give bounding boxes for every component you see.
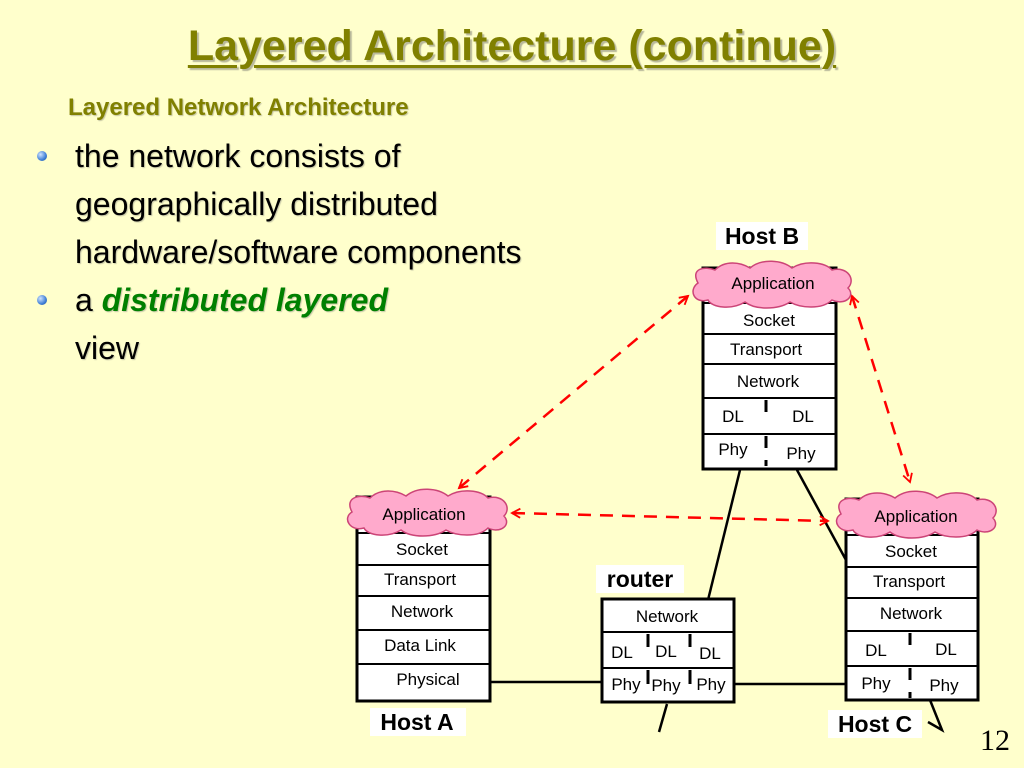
peer-arrows	[459, 296, 910, 521]
slide-number: 12	[980, 724, 1010, 757]
host-a-name: Host A	[380, 709, 453, 735]
router-name-bg	[596, 565, 684, 593]
router: Network DL DL DL Phy Phy Phy router	[596, 565, 736, 704]
host-a-transport-label: Transport	[384, 570, 456, 589]
link-hostc-stub	[927, 699, 945, 733]
bullet-emphasis: distributed layered	[101, 282, 388, 318]
host-a: Application Socket Transport Network Dat…	[346, 488, 508, 736]
bullet-text: the network consists of geographically d…	[75, 138, 522, 270]
router-name: router	[607, 566, 674, 592]
bullet-text-suffix: view	[75, 330, 140, 366]
host-b-name-bg	[716, 222, 808, 250]
slide-title: Layered Architecture (continue)	[187, 22, 837, 70]
router-network-label: Network	[636, 607, 699, 626]
host-c-name: Host C	[838, 711, 912, 737]
host-c-phy-left-label: Phy	[861, 674, 891, 693]
router-frame	[600, 597, 736, 704]
host-b-name: Host B	[725, 223, 799, 249]
host-a-application-cloud	[346, 488, 508, 537]
router-phy-3-label: Phy	[696, 675, 726, 694]
bullet-item: a distributed layered view	[34, 276, 554, 372]
host-b-network-label: Network	[737, 372, 800, 391]
host-c-name-bg	[828, 710, 922, 738]
host-b-socket-label: Socket	[743, 311, 795, 330]
router-dl-1-label: DL	[611, 643, 633, 662]
bullet-list: the network consists of geographically d…	[34, 132, 554, 372]
host-b-application-cloud	[692, 260, 852, 309]
host-c-network-label: Network	[880, 604, 943, 623]
peer-arrow-b-c	[852, 296, 910, 482]
host-b-transport-label: Transport	[730, 340, 802, 359]
host-b-phy-right-label: Phy	[786, 444, 816, 463]
host-b-application-label: Application	[731, 274, 814, 293]
router-phy-2-label: Phy	[651, 676, 681, 695]
bullet-dot-icon	[37, 295, 47, 305]
host-c-dl-left-label: DL	[865, 641, 887, 660]
host-a-physical-label: Physical	[396, 670, 459, 689]
host-b-phy-left-label: Phy	[718, 440, 748, 459]
host-c-transport-label: Transport	[873, 572, 945, 591]
host-c-application-label: Application	[874, 507, 957, 526]
host-a-data-link-label: Data Link	[384, 636, 456, 655]
router-dl-3-label: DL	[699, 644, 721, 663]
bullet-dot-icon	[37, 151, 47, 161]
link-hostb-router	[706, 469, 742, 601]
host-c-dl-right-label: DL	[935, 640, 957, 659]
host-a-name-bg	[370, 708, 466, 736]
host-c-socket-label: Socket	[885, 542, 937, 561]
host-a-network-label: Network	[391, 602, 454, 621]
host-b-dl-right-label: DL	[792, 407, 814, 426]
host-a-application-label: Application	[382, 505, 465, 524]
peer-arrow-a-c	[512, 513, 828, 521]
host-b: Application Socket Transport Network DL …	[692, 222, 852, 471]
router-dl-2-label: DL	[655, 642, 677, 661]
bullet-item: the network consists of geographically d…	[34, 132, 554, 276]
slide-subtitle: Layered Network Architecture	[68, 94, 409, 121]
host-c-phy-right-label: Phy	[929, 676, 959, 695]
router-phy-1-label: Phy	[611, 675, 641, 694]
host-c-application-cloud	[835, 490, 997, 539]
peer-arrow-a-b	[459, 296, 688, 488]
bullet-text-prefix: a	[75, 282, 102, 318]
host-a-socket-label: Socket	[396, 540, 448, 559]
link-router-down	[657, 703, 669, 733]
host-c: Application Socket Transport Network DL …	[828, 490, 997, 738]
host-b-dl-left-label: DL	[722, 407, 744, 426]
